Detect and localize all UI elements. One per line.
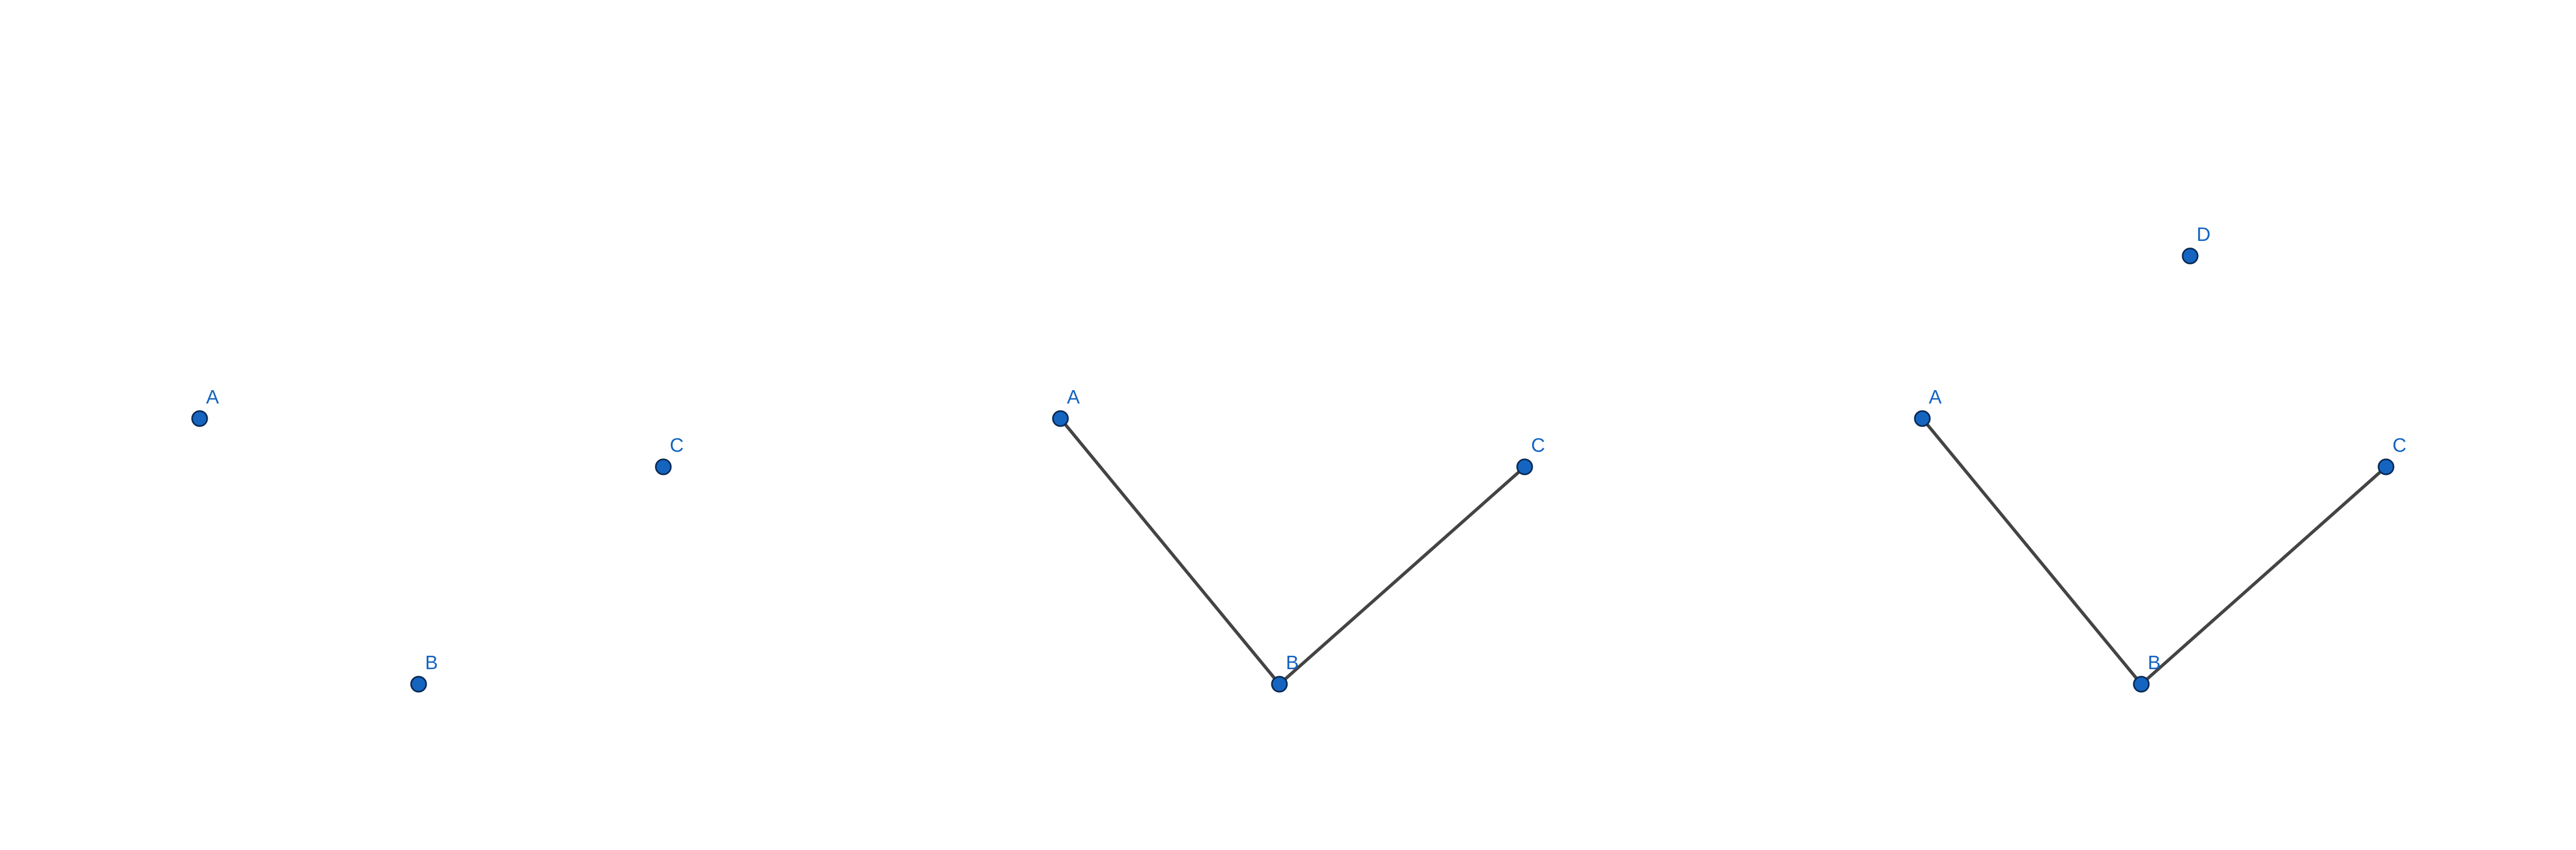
panel-3: A B C D [1914, 223, 2406, 693]
point-label-B: B [1286, 651, 1299, 673]
point-label-A: A [1929, 386, 1942, 408]
point-B [2133, 676, 2150, 693]
point-A [1052, 410, 1069, 427]
point-C [655, 458, 672, 475]
segment-BC [1278, 465, 1526, 686]
segment-BC [2140, 465, 2388, 686]
point-B [1271, 676, 1288, 693]
point-label-A: A [1067, 386, 1080, 408]
point-C [2377, 458, 2395, 475]
point-label-A: A [206, 386, 219, 408]
point-label-C: C [1531, 434, 1545, 456]
panel-1: A B C [191, 386, 684, 693]
panel-2: A B C [1052, 386, 1545, 693]
point-label-C: C [2392, 434, 2406, 456]
point-label-D: D [2197, 223, 2211, 245]
point-A [1914, 410, 1931, 427]
segment-AB [1921, 417, 2143, 686]
point-label-B: B [2148, 651, 2161, 673]
point-D [2182, 247, 2199, 265]
point-B [410, 676, 427, 693]
point-C [1516, 458, 1533, 475]
point-label-C: C [670, 434, 684, 456]
panels-root: A B C A B C A B C D [191, 223, 2406, 693]
point-label-B: B [425, 651, 438, 673]
point-A [191, 410, 208, 427]
segment-AB [1059, 417, 1281, 686]
